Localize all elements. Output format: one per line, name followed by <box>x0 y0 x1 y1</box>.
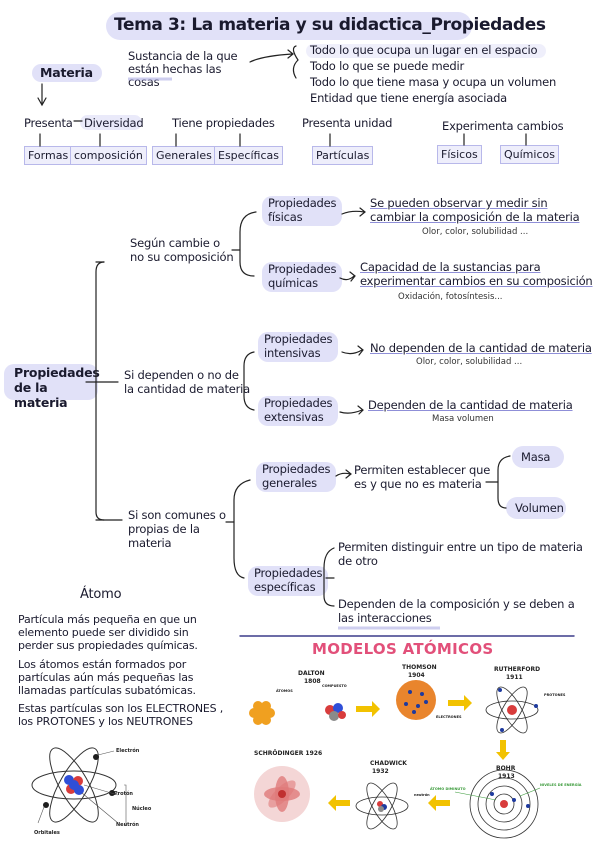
extensivas-highlight <box>258 396 338 426</box>
materia-item-1: Todo lo que ocupa un lugar en el espacio <box>310 43 538 57</box>
bohr-year: 1913 <box>498 773 515 780</box>
masa-label: Masa <box>521 450 551 464</box>
intensivas-highlight <box>258 332 338 362</box>
modelos-title: MODELOS ATÓMICOS <box>312 640 494 658</box>
materia-down-arrow <box>37 83 47 107</box>
thomson-name: THOMSON <box>402 664 437 671</box>
arrow-3-icon <box>496 740 510 760</box>
dalton-name: DALTON <box>298 670 325 677</box>
fisicas-highlight <box>262 196 342 226</box>
branch-comunes: Si son comunes o propias de la materia <box>128 508 226 550</box>
prop-fisicas: Propiedades físicas <box>268 196 337 224</box>
materia-definition: Sustancia de la que están hechas las cos… <box>128 49 238 89</box>
especificas-box: Específicas <box>214 146 283 165</box>
atomo-text-2: Los átomos están formados por partículas… <box>18 658 196 697</box>
quimicos-box: Químicos <box>500 145 559 164</box>
schrodinger-name: SCHRÖDINGER 1926 <box>254 750 322 757</box>
intensivas-desc: No dependen de la cantidad de materia <box>370 341 592 355</box>
quimicas-desc: Capacidad de la sustancias para experime… <box>360 260 593 288</box>
prop-especificas: Propiedades específicas <box>254 566 323 594</box>
arrow-4-icon <box>428 795 450 811</box>
thomson-year: 1904 <box>408 672 425 679</box>
composicion-box: composición <box>70 146 147 165</box>
branch-composicion: Según cambie o no su composición <box>130 236 234 264</box>
atomo-text-3: Estas partículas son los ELECTRONES , lo… <box>18 702 224 728</box>
atomo-text-1: Partícula más pequeña en que un elemento… <box>18 613 198 652</box>
rutherford-atom-icon <box>485 686 539 734</box>
label-nucleo: Núcleo <box>132 805 152 812</box>
items-highlight <box>306 44 546 58</box>
dalton-atomos: ÁTOMOS <box>276 688 293 693</box>
volumen-highlight <box>506 497 566 519</box>
extensivas-example: Masa volumen <box>432 414 494 424</box>
presenta-label: Presenta <box>24 116 73 130</box>
intensivas-example: Olor, color, solubilidad ... <box>416 357 523 367</box>
masa-highlight <box>512 446 564 468</box>
label-orbitales: Orbitales <box>34 830 60 836</box>
atom-diagram <box>31 747 127 826</box>
dalton-compuesto-icon <box>325 703 346 721</box>
especificas-desc-2: Dependen de la composición y se deben a … <box>338 597 575 625</box>
generales-highlight <box>256 462 336 492</box>
rutherford-year: 1911 <box>506 674 523 681</box>
thomson-electrones: ELECTRONES <box>436 715 462 719</box>
quimicas-highlight <box>262 262 342 292</box>
dalton-year: 1808 <box>304 678 321 685</box>
label-electron: Electrón <box>116 747 140 754</box>
generales-desc: Permiten establecer que es y que no es m… <box>354 463 491 491</box>
experimenta-cambios-label: Experimenta cambios <box>442 119 564 133</box>
atomo-title: Átomo <box>80 587 122 602</box>
arrow-5-icon <box>328 795 350 811</box>
label-proton: Protón <box>114 790 133 797</box>
materia-highlight <box>32 64 102 82</box>
fisicos-box: Físicos <box>437 145 482 164</box>
prop-intensivas: Propiedades intensivas <box>264 332 333 360</box>
rutherford-name: RUTHERFORD <box>494 666 540 673</box>
chadwick-neutron: neutrón <box>414 793 430 797</box>
formas-box: Formas <box>24 146 73 165</box>
extensivas-desc: Dependen de la cantidad de materia <box>368 398 573 412</box>
diversidad-highlight <box>80 115 142 130</box>
arrow-2-icon <box>448 695 472 711</box>
schrodinger-atom-icon <box>254 766 310 822</box>
materia-item-2: Todo lo que se puede medir <box>310 59 465 73</box>
chadwick-year: 1932 <box>372 768 389 775</box>
root-label: Propiedades de la materia <box>14 365 100 410</box>
root-highlight <box>4 364 98 400</box>
especificas-highlight <box>248 566 328 596</box>
presenta-unidad-label: Presenta unidad <box>302 116 393 130</box>
materia-item-4: Entidad que tiene energía asociada <box>310 91 508 105</box>
chadwick-atom-icon <box>355 782 409 830</box>
rutherford-protones: PROTONES <box>544 693 566 697</box>
materia-label: Materia <box>40 65 93 80</box>
branch-cantidad: Si dependen o no de la cantidad de mater… <box>124 368 250 396</box>
prop-quimicas: Propiedades químicas <box>268 262 337 290</box>
title-highlight <box>106 12 472 40</box>
thomson-atom-icon <box>396 680 436 720</box>
especificas-desc-1: Permiten distinguir entre un tipo de mat… <box>338 540 583 568</box>
fisicas-example: Olor, color, solubilidad ... <box>422 227 529 237</box>
page-title: Tema 3: La materia y su didactica_Propie… <box>114 15 546 35</box>
dalton-atom-icon <box>249 701 275 725</box>
prop-extensivas: Propiedades extensivas <box>264 396 333 424</box>
chadwick-name: CHADWICK <box>370 760 407 767</box>
particulas-box: Partículas <box>312 146 374 165</box>
diversidad-label: Diversidad <box>84 116 144 130</box>
label-neutron: Neutrón <box>116 821 139 828</box>
volumen-label: Volumen <box>515 501 564 515</box>
materia-item-3: Todo lo que tiene masa y ocupa un volume… <box>310 75 557 89</box>
generales-box: Generales <box>152 146 216 165</box>
fisicas-desc: Se pueden observar y medir sin cambiar l… <box>370 196 580 224</box>
arrow-1-icon <box>356 701 380 717</box>
quimicas-example: Oxidación, fotosíntesis... <box>398 292 503 302</box>
dalton-compuesto: COMPUESTO <box>322 684 347 688</box>
prop-generales: Propiedades generales <box>262 462 331 490</box>
bohr-atom-icon <box>469 769 539 839</box>
bohr-atomo-diminuto: ÁTOMO DIMINUTO <box>430 786 466 791</box>
bohr-niveles: NIVELES DE ENERGÍA <box>540 782 582 787</box>
bohr-name: BOHR <box>496 765 516 772</box>
tiene-propiedades-label: Tiene propiedades <box>172 116 275 130</box>
